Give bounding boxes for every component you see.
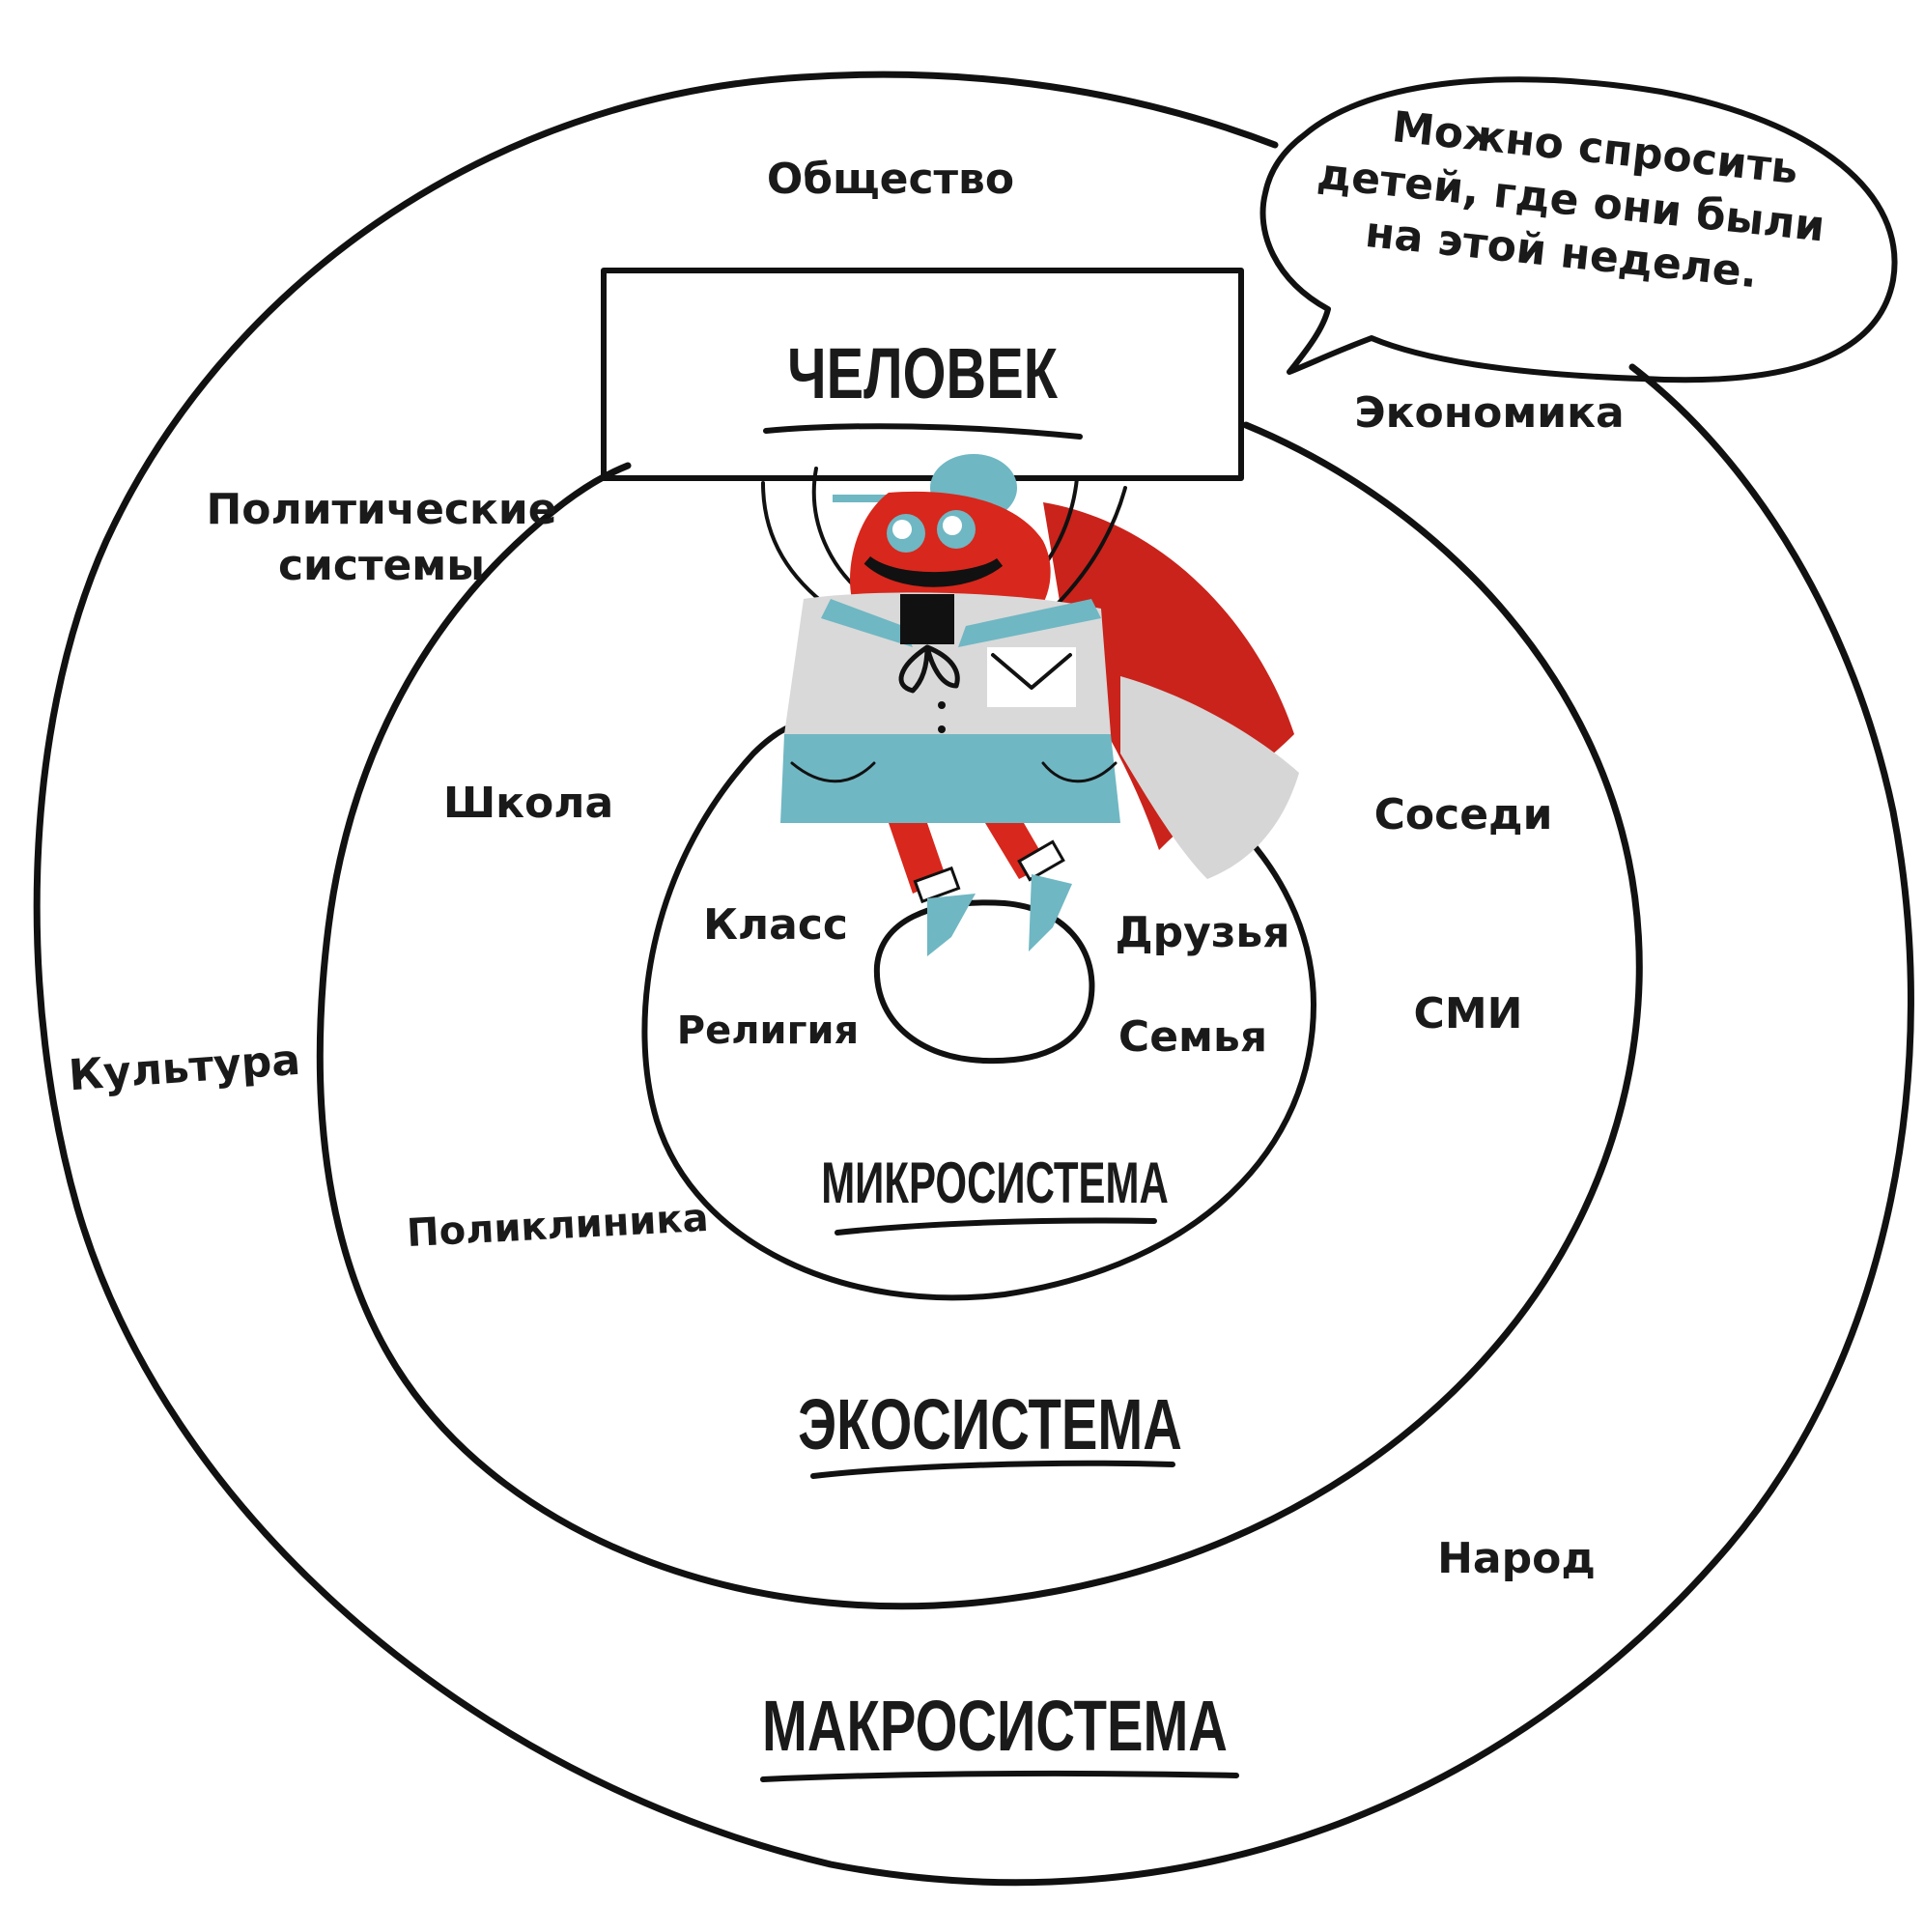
person-sign-box — [601, 268, 1244, 481]
mascot-button-1 — [938, 701, 946, 709]
micro-item-class: Класс — [703, 900, 848, 950]
eco-title-underline — [810, 1460, 1175, 1479]
mascot-eye-left-pupil — [892, 520, 912, 539]
mascot-neck — [900, 594, 954, 644]
mascot-wing-grey — [1120, 676, 1299, 879]
eco-title: ЭКОСИСТЕМА — [798, 1385, 1182, 1464]
macro-title: МАКРОСИСТЕМА — [762, 1687, 1228, 1766]
macro-item-political-1: Политические — [206, 485, 556, 534]
macro-item-people: Народ — [1437, 1534, 1596, 1583]
macro-item-culture: Культура — [67, 1036, 301, 1101]
mascot-eye-right-pupil — [943, 516, 962, 535]
envelope-icon — [987, 647, 1076, 707]
mascot-pocket-right — [1041, 761, 1118, 783]
center-circle — [873, 899, 1095, 1065]
mascot-mouth — [863, 555, 1004, 587]
micro-title: МИКРОСИСТЕМА — [821, 1151, 1169, 1215]
mascot-body-lower — [780, 734, 1120, 823]
mascot-collar-right — [958, 599, 1101, 647]
microsystem-circle — [641, 720, 1316, 1301]
mascot-character-icon — [761, 454, 1299, 956]
eco-item-clinic: Поликлиника — [406, 1196, 710, 1256]
mascot-bow — [898, 644, 960, 694]
eco-item-school: Школа — [443, 779, 613, 828]
mascot-shoe-left — [927, 894, 976, 956]
macro-item-economy: Экономика — [1354, 388, 1624, 438]
person-sign-underline — [763, 423, 1083, 440]
mascot-button-2 — [938, 725, 946, 733]
mascot-right-arm — [1051, 486, 1127, 611]
micro-title-underline — [835, 1217, 1157, 1236]
eco-item-media: СМИ — [1414, 989, 1523, 1038]
micro-item-religion: Религия — [677, 1009, 859, 1053]
micro-item-family: Семья — [1118, 1012, 1267, 1062]
macro-item-society: Общество — [767, 155, 1014, 204]
micro-item-friends: Друзья — [1115, 908, 1289, 957]
macro-title-underline — [760, 1770, 1239, 1782]
mascot-pocket-left — [790, 761, 876, 783]
mascot-sock-right — [1017, 839, 1065, 882]
speech-bubble — [1259, 76, 1898, 384]
mascot-collar-left — [821, 599, 913, 647]
mascot-shoe-right — [1029, 874, 1072, 952]
ecosystem-circle — [316, 421, 1643, 1610]
person-sign-label: ЧЕЛОВЕК — [787, 334, 1058, 414]
eco-item-neighbors: Соседи — [1374, 790, 1553, 839]
mascot-sock-left — [913, 866, 961, 904]
macro-item-political-2: системы — [278, 541, 485, 590]
macrosystem-circle — [33, 71, 1914, 1887]
mascot-left-arm — [761, 481, 833, 611]
